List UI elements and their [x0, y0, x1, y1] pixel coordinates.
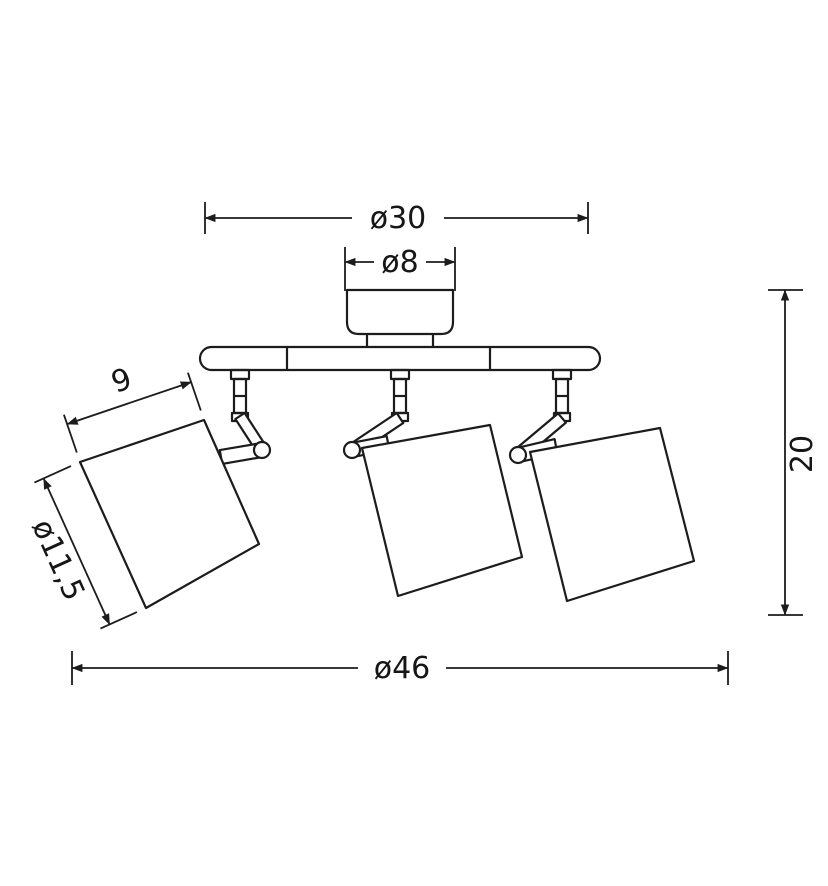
stem-collar	[229, 368, 251, 381]
stem-left	[229, 368, 251, 423]
dim-label-top-width: ø30	[370, 201, 427, 236]
stem-collar	[551, 368, 573, 381]
fixture-group	[78, 288, 696, 610]
pivot-knob-left	[252, 440, 272, 460]
dimension-canopy-width: ø8	[344, 245, 456, 291]
stem-right	[551, 368, 573, 423]
dimension-top-width: ø30	[204, 201, 589, 236]
dimension-line	[42, 477, 111, 626]
shade-left	[78, 418, 261, 610]
extension-line	[34, 465, 72, 484]
extension-line	[187, 372, 202, 411]
mounting-bar	[198, 345, 602, 372]
extension-line	[63, 414, 78, 453]
dim-label-shade-depth: 9	[107, 361, 136, 400]
dimension-drop-height: 20	[768, 289, 820, 616]
shade-middle	[360, 423, 524, 598]
pivot-knob-middle	[342, 440, 362, 460]
dimension-overall-width: ø46	[71, 651, 729, 686]
extension-line	[100, 611, 138, 630]
stem-collar	[389, 368, 411, 381]
dimension-line	[66, 381, 192, 425]
dim-label-canopy-width: ø8	[381, 245, 418, 280]
dim-label-drop-height: 20	[785, 435, 820, 473]
canopy	[345, 288, 455, 336]
dim-label-overall-width: ø46	[374, 651, 431, 686]
stem-middle	[389, 368, 411, 423]
pivot-knob-right	[508, 445, 528, 465]
shade-right	[528, 426, 696, 603]
